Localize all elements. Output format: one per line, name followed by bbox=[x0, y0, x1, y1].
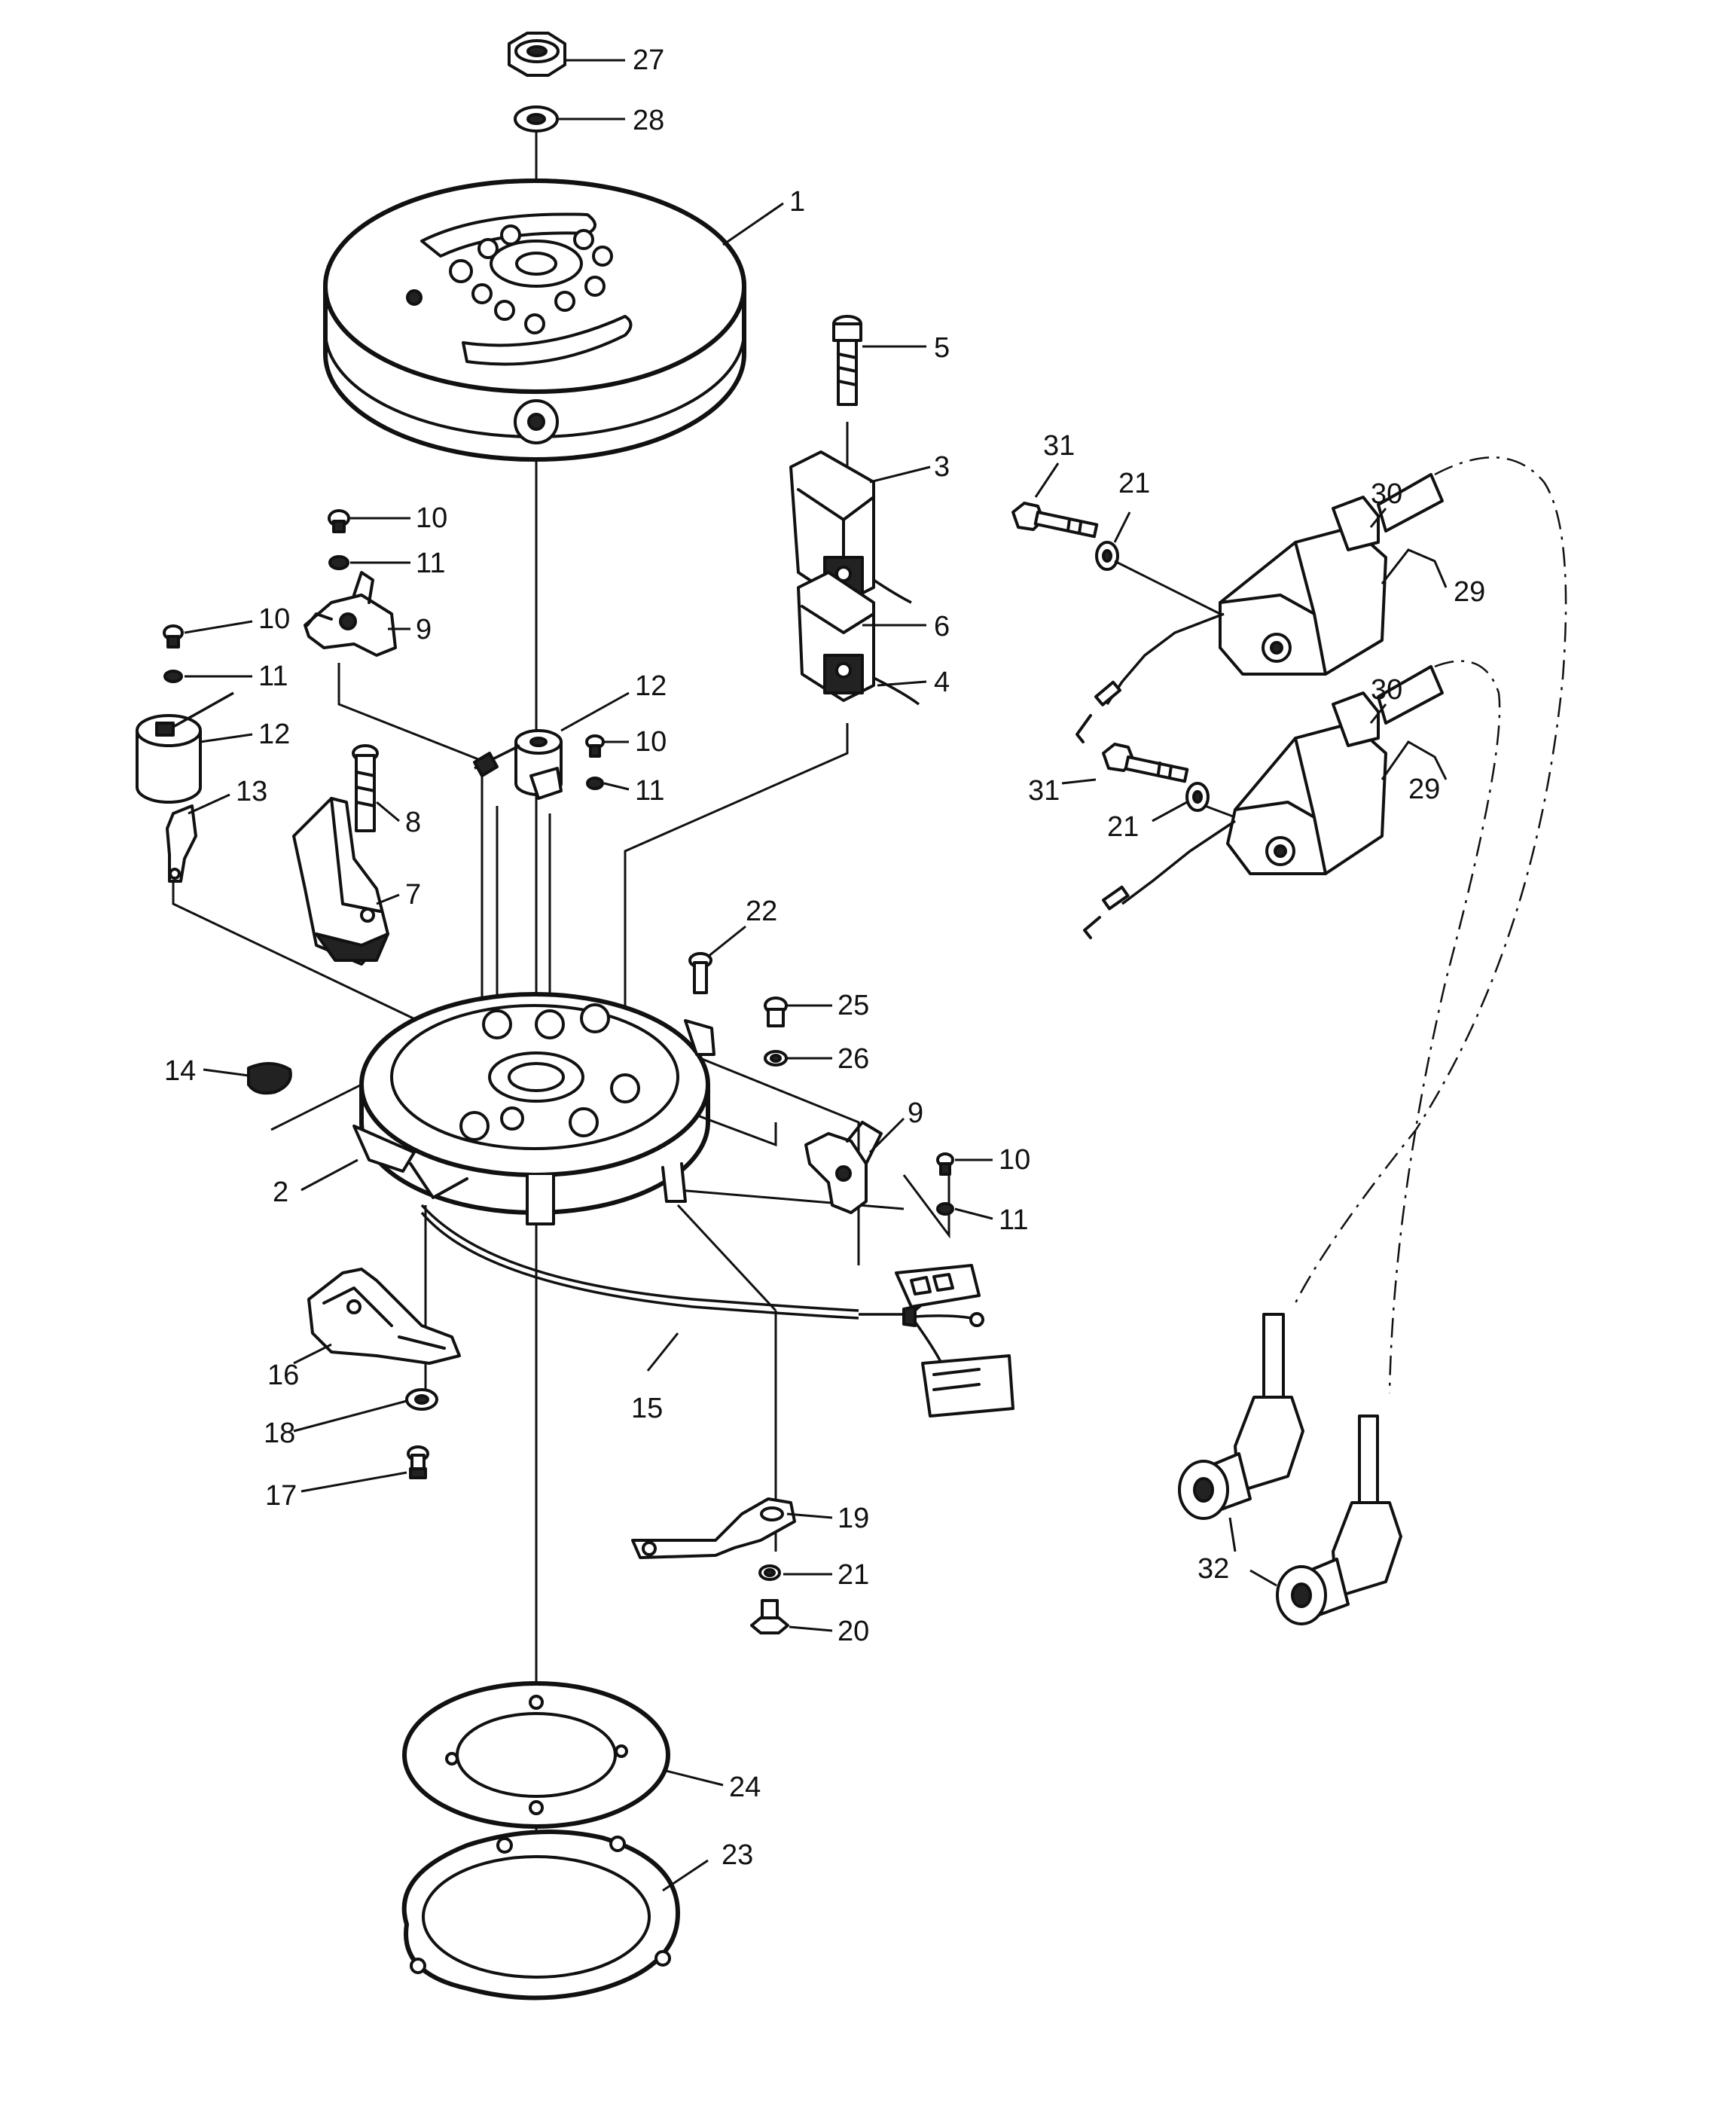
lockwasher-11-center bbox=[586, 777, 604, 790]
condenser-12-center bbox=[473, 729, 563, 800]
screw-5 bbox=[832, 315, 862, 406]
washer-28 bbox=[514, 105, 559, 133]
spark-plug-boot-32-lower bbox=[1276, 1415, 1402, 1625]
lever-13 bbox=[166, 804, 197, 883]
callout-11: 11 bbox=[635, 775, 664, 807]
callout-26: 26 bbox=[837, 1043, 869, 1075]
callout-5: 5 bbox=[934, 332, 950, 364]
retainer-ring-23 bbox=[401, 1830, 680, 2001]
callout-24: 24 bbox=[729, 1772, 761, 1803]
callout-18: 18 bbox=[264, 1418, 295, 1449]
callout-29: 29 bbox=[1408, 774, 1440, 805]
lockwasher-11-left bbox=[163, 670, 183, 683]
nut-27 bbox=[508, 32, 566, 77]
callout-12: 12 bbox=[635, 670, 667, 702]
callout-labels: 27 28 1 5 3 6 4 10 11 9 10 11 12 12 10 1… bbox=[164, 44, 1485, 1871]
screw-10-lower bbox=[936, 1152, 954, 1176]
callout-12: 12 bbox=[258, 719, 290, 750]
callout-20: 20 bbox=[837, 1616, 869, 1647]
screw-8 bbox=[352, 744, 379, 832]
coil-7 bbox=[292, 797, 389, 966]
hv-lead-upper bbox=[1294, 456, 1567, 1304]
callout-17: 17 bbox=[265, 1480, 297, 1512]
callout-27: 27 bbox=[633, 44, 664, 76]
flywheel-ring-gear bbox=[324, 352, 746, 461]
callout-11: 11 bbox=[258, 661, 288, 692]
wire-harness-15 bbox=[859, 1264, 1014, 1418]
callout-leaders bbox=[184, 59, 1448, 1892]
bolt-31-lower bbox=[1102, 743, 1189, 783]
callout-1: 1 bbox=[789, 186, 805, 218]
callout-10: 10 bbox=[258, 603, 290, 635]
ignition-coil-29-upper bbox=[1075, 473, 1444, 743]
coil-assembly-4 bbox=[797, 571, 920, 706]
screw-20 bbox=[750, 1599, 789, 1634]
stator-plate-2 bbox=[352, 992, 859, 1320]
callout-11: 11 bbox=[999, 1204, 1028, 1236]
callout-19: 19 bbox=[837, 1503, 869, 1534]
callout-11: 11 bbox=[416, 548, 445, 579]
callout-21: 21 bbox=[837, 1559, 869, 1591]
lockwasher-11-lower bbox=[936, 1202, 954, 1216]
washer-21-upper bbox=[1095, 541, 1119, 571]
throttle-plate-19 bbox=[631, 1497, 796, 1559]
felt-wick-14 bbox=[247, 1062, 292, 1095]
screw-17 bbox=[407, 1445, 429, 1479]
lockwasher-11-upper bbox=[328, 555, 349, 570]
flywheel-1 bbox=[323, 179, 746, 462]
callout-30: 30 bbox=[1371, 478, 1402, 510]
callout-31: 31 bbox=[1043, 430, 1075, 462]
callout-23: 23 bbox=[722, 1839, 753, 1871]
breaker-point-9-upper bbox=[304, 571, 397, 657]
condenser-12-left bbox=[136, 691, 234, 804]
washer-26 bbox=[764, 1050, 788, 1067]
hv-lead-lower bbox=[1388, 660, 1501, 1394]
callout-13: 13 bbox=[236, 776, 267, 807]
callout-4: 4 bbox=[934, 667, 950, 698]
callout-7: 7 bbox=[405, 879, 421, 911]
callout-3: 3 bbox=[934, 451, 950, 483]
callout-22: 22 bbox=[746, 896, 777, 927]
callout-9: 9 bbox=[416, 614, 432, 645]
callout-2: 2 bbox=[273, 1176, 288, 1208]
bracket-16 bbox=[307, 1268, 461, 1365]
callout-6: 6 bbox=[934, 611, 950, 642]
breaker-point-9-lower bbox=[804, 1121, 883, 1214]
screw-10-left bbox=[163, 624, 184, 649]
callout-10: 10 bbox=[416, 502, 447, 534]
callout-10: 10 bbox=[635, 726, 667, 758]
washer-21-lower bbox=[758, 1564, 781, 1581]
screw-22 bbox=[688, 952, 712, 994]
washer-18 bbox=[405, 1388, 438, 1411]
screw-25 bbox=[764, 996, 788, 1027]
bolt-31-upper bbox=[1011, 502, 1099, 539]
callout-21: 21 bbox=[1118, 468, 1150, 499]
callout-30: 30 bbox=[1371, 674, 1402, 706]
callout-14: 14 bbox=[164, 1055, 196, 1087]
callout-9: 9 bbox=[908, 1097, 923, 1129]
screw-10-upper bbox=[328, 509, 350, 533]
screw-10-center bbox=[585, 734, 605, 758]
callout-32: 32 bbox=[1198, 1553, 1229, 1585]
callout-29: 29 bbox=[1454, 576, 1485, 608]
callout-21: 21 bbox=[1107, 811, 1139, 843]
callout-8: 8 bbox=[405, 807, 421, 838]
callout-25: 25 bbox=[837, 990, 869, 1021]
washer-21-middle bbox=[1185, 782, 1210, 812]
callout-31: 31 bbox=[1028, 775, 1060, 807]
spark-plug-boot-32-upper bbox=[1178, 1313, 1304, 1520]
callout-28: 28 bbox=[633, 105, 664, 136]
callout-16: 16 bbox=[267, 1360, 299, 1391]
ignition-coil-29-lower bbox=[1083, 665, 1444, 939]
plate-24 bbox=[402, 1681, 670, 1829]
callout-10: 10 bbox=[999, 1144, 1030, 1176]
callout-15: 15 bbox=[631, 1393, 663, 1424]
